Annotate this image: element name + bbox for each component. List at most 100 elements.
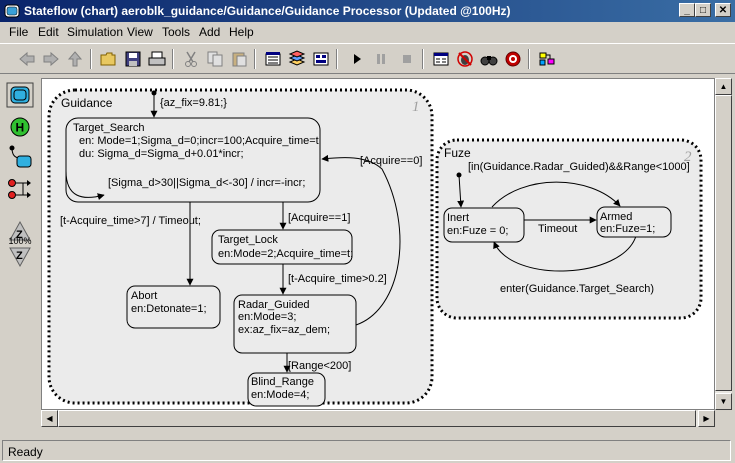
- stateflow-app-icon: [4, 4, 20, 18]
- horizontal-scrollbar[interactable]: ◀ ▶: [41, 410, 715, 427]
- transition-sigma-limit[interactable]: [Sigma_d>30||Sigma_d<-30] / incr=-incr;: [65, 170, 305, 201]
- state-target-lock-name: Target_Lock: [218, 234, 278, 246]
- model-explorer-icon[interactable]: [264, 50, 282, 68]
- state-abort-entry: en:Detonate=1;: [131, 303, 207, 315]
- svg-text:Z: Z: [16, 250, 23, 262]
- menu-simulation[interactable]: Simulation: [67, 25, 124, 39]
- explorer-icon[interactable]: [432, 50, 450, 68]
- title-bar[interactable]: Stateflow (chart) aeroblk_guidance/Guida…: [0, 0, 735, 22]
- menu-view[interactable]: View: [127, 25, 153, 39]
- transition-lock-to-radar-label: [t-Acquire_time>0.2]: [288, 273, 387, 285]
- forward-icon[interactable]: [42, 50, 60, 68]
- chart-canvas[interactable]: Guidance 1 {az_fix=9.81;} Target_Search …: [41, 78, 715, 410]
- default-transition-guidance[interactable]: {az_fix=9.81;}: [150, 90, 228, 118]
- state-guidance-name: Guidance: [61, 96, 113, 110]
- transition-acquire-0[interactable]: [Acquire==0]: [321, 154, 422, 326]
- transition-reset[interactable]: enter(Guidance.Target_Search): [493, 235, 654, 295]
- state-radar-guided[interactable]: Radar_Guided en:Mode=3; ex:az_fix=az_dem…: [233, 294, 357, 354]
- transition-acquire-1-label: [Acquire==1]: [288, 212, 350, 224]
- state-armed-entry: en:Fuze=1;: [600, 223, 655, 235]
- scroll-down-icon[interactable]: ▼: [715, 393, 732, 410]
- scroll-up-icon[interactable]: ▲: [715, 78, 732, 95]
- default-transition-icon[interactable]: [6, 144, 34, 170]
- svg-text:Z: Z: [16, 229, 23, 241]
- target-icon[interactable]: [504, 50, 522, 68]
- state-radar-guided-name: Radar_Guided: [238, 299, 310, 311]
- library-icon[interactable]: [288, 50, 306, 68]
- scroll-corner: [715, 410, 732, 427]
- toolbar-separator: [336, 49, 338, 69]
- transition-range-label: [Range<200]: [288, 360, 351, 372]
- menu-file[interactable]: File: [9, 25, 29, 39]
- status-cell: Ready: [2, 440, 731, 461]
- toolbar-separator: [528, 49, 530, 69]
- transition-acquire-1[interactable]: [Acquire==1]: [279, 202, 350, 230]
- state-blind-range-name: Blind_Range: [251, 376, 314, 388]
- scroll-right-icon[interactable]: ▶: [698, 410, 715, 427]
- horizontal-scroll-thumb[interactable]: [58, 410, 696, 427]
- close-button[interactable]: ✕: [715, 3, 731, 17]
- state-blind-range-entry: en:Mode=4;: [251, 389, 309, 401]
- transition-fuze-timeout[interactable]: Timeout: [524, 216, 597, 235]
- vertical-scrollbar[interactable]: ▲ ▼: [715, 78, 732, 410]
- state-armed-name: Armed: [600, 211, 632, 223]
- simulink-icon[interactable]: [538, 50, 556, 68]
- scroll-left-icon[interactable]: ◀: [41, 410, 58, 427]
- menu-add[interactable]: Add: [199, 25, 221, 39]
- default-transition-fuze[interactable]: [456, 172, 465, 208]
- vertical-scroll-thumb[interactable]: [715, 95, 732, 391]
- transition-timeout-abort[interactable]: [t-Acquire_time>7] / Timeout;: [60, 202, 201, 286]
- window-title: Stateflow (chart) aeroblk_guidance/Guida…: [24, 4, 511, 18]
- menu-tools[interactable]: Tools: [162, 25, 191, 39]
- copy-icon[interactable]: [206, 50, 224, 68]
- up-icon[interactable]: [66, 50, 84, 68]
- transition-arm-label: [in(Guidance.Radar_Guided)&&Range<1000]: [468, 161, 690, 173]
- state-tool-icon[interactable]: [6, 82, 34, 108]
- state-inert-entry: en:Fuze = 0;: [447, 225, 508, 237]
- print-icon[interactable]: [148, 50, 166, 68]
- open-folder-icon[interactable]: [100, 50, 118, 68]
- state-radar-guided-exit: ex:az_fix=az_dem;: [238, 324, 330, 336]
- toolbar-separator: [172, 49, 174, 69]
- state-abort[interactable]: Abort en:Detonate=1;: [126, 285, 221, 329]
- back-icon[interactable]: [18, 50, 36, 68]
- state-target-lock[interactable]: Target_Lock en:Mode=2;Acquire_time=t;: [211, 229, 353, 265]
- state-fuze[interactable]: Fuze 2: [435, 138, 703, 320]
- transition-acquire-0-label: [Acquire==0]: [360, 155, 422, 167]
- status-text: Ready: [8, 445, 43, 459]
- minimize-button[interactable]: _: [679, 3, 695, 17]
- connective-junction-icon[interactable]: [6, 176, 34, 202]
- debugger-icon[interactable]: [456, 50, 474, 68]
- state-target-search-entry: en: Mode=1;Sigma_d=0;incr=100;Acquire_ti…: [79, 135, 319, 147]
- toolbar-separator: [422, 49, 424, 69]
- find-icon[interactable]: [480, 50, 498, 68]
- maximize-button[interactable]: □: [695, 3, 711, 17]
- pause-icon[interactable]: [372, 50, 390, 68]
- state-blind-range[interactable]: Blind_Range en:Mode=4;: [247, 372, 326, 407]
- chart-properties-icon[interactable]: [312, 50, 330, 68]
- zoom-in-button[interactable]: Z: [6, 218, 34, 244]
- transition-arm[interactable]: [in(Guidance.Radar_Guided)&&Range<1000]: [468, 161, 690, 208]
- default-transition-label: {az_fix=9.81;}: [160, 97, 227, 109]
- history-junction-icon[interactable]: H: [6, 114, 34, 140]
- transition-lock-to-radar[interactable]: [t-Acquire_time>0.2]: [279, 264, 387, 295]
- stop-icon[interactable]: [398, 50, 416, 68]
- state-target-search[interactable]: Target_Search en: Mode=1;Sigma_d=0;incr=…: [65, 117, 321, 203]
- state-inert[interactable]: Inert en:Fuze = 0;: [443, 207, 525, 243]
- paste-icon[interactable]: [230, 50, 248, 68]
- menu-edit[interactable]: Edit: [38, 25, 59, 39]
- state-inert-name: Inert: [447, 212, 469, 224]
- cut-icon[interactable]: [182, 50, 200, 68]
- state-armed[interactable]: Armed en:Fuze=1;: [596, 206, 672, 238]
- save-icon[interactable]: [124, 50, 142, 68]
- toolbar: [0, 43, 735, 74]
- state-target-lock-entry: en:Mode=2;Acquire_time=t;: [218, 248, 353, 260]
- state-fuze-name: Fuze: [444, 146, 471, 160]
- transition-fuze-timeout-label: Timeout: [538, 223, 577, 235]
- transition-range[interactable]: [Range<200]: [283, 353, 351, 373]
- zoom-out-button[interactable]: Z: [6, 244, 34, 270]
- menu-help[interactable]: Help: [229, 25, 254, 39]
- state-guidance-order: 1: [412, 99, 420, 115]
- start-icon[interactable]: [348, 50, 366, 68]
